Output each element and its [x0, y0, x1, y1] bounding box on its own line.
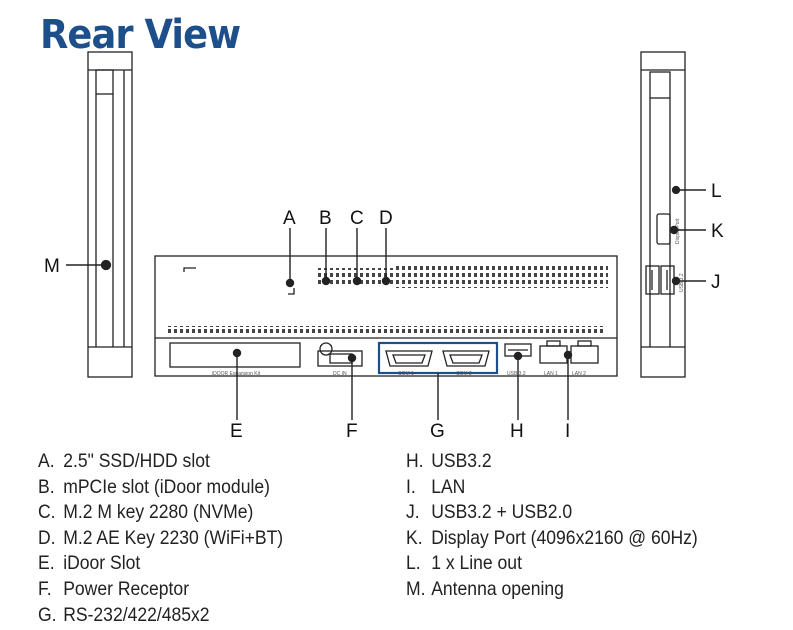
legend-item: F.Power Receptor — [38, 577, 190, 600]
usb-side-label: USB 3.2 — [679, 273, 685, 292]
legend-item: E.iDoor Slot — [38, 552, 141, 575]
idoor-slot — [169, 342, 301, 368]
legend-item: H.USB3.2 — [406, 450, 492, 472]
com1-port-label: COM 1 — [398, 371, 414, 377]
callout-k: K — [711, 221, 724, 242]
callout-g: G — [430, 421, 445, 442]
callout-c: C — [350, 208, 364, 229]
callout-a: A — [283, 208, 296, 229]
rear-view-diagram: iDOOR Expansion Kit DC IN COM 1 COM 2 US… — [44, 51, 724, 442]
callout-j: J — [711, 272, 721, 293]
legend-item: G.RS-232/422/485x2 — [38, 603, 210, 626]
legend-item: L.1 x Line out — [406, 552, 522, 575]
lan1-port-label: LAN 1 — [544, 371, 558, 377]
legend-left: A.2.5" SSD/HDD slot B.mPCIe slot (iDoor … — [38, 449, 283, 628]
legend-item: J.USB3.2 + USB2.0 — [406, 501, 573, 524]
legend-item: C.M.2 M key 2280 (NVMe) — [38, 501, 254, 524]
callout-b: B — [319, 208, 332, 229]
legend-item: B.mPCIe slot (iDoor module) — [38, 475, 270, 498]
top-vents — [165, 266, 608, 333]
legend-item: M.Antenna opening — [406, 577, 564, 600]
com2-port-label: COM 2 — [456, 371, 472, 377]
callout-e: E — [230, 421, 243, 442]
antenna-opening-icon — [100, 259, 112, 271]
legend-item: D.M.2 AE Key 2230 (WiFi+BT) — [38, 526, 284, 549]
com-port-1 — [385, 350, 433, 367]
power-receptor — [317, 342, 363, 367]
callout-h: H — [510, 421, 524, 442]
com-highlight-box — [377, 341, 499, 375]
callout-m: M — [44, 256, 60, 277]
legend-item: K.Display Port (4096x2160 @ 60Hz) — [406, 526, 698, 549]
displayport-icon — [656, 213, 671, 245]
dc-in-port-label: DC IN — [333, 371, 347, 377]
callout-d: D — [379, 208, 393, 229]
callout-f: F — [346, 421, 358, 442]
com-port-2 — [442, 350, 490, 367]
lan2-port-label: LAN 2 — [572, 371, 586, 377]
page-title: Rear View — [40, 12, 241, 58]
callout-l: L — [711, 181, 722, 202]
left-side-view — [87, 51, 133, 378]
legend-right: H.USB3.2 I.LAN J.USB3.2 + USB2.0 K.Displ… — [406, 449, 698, 603]
legend-item: A.2.5" SSD/HDD slot — [38, 450, 210, 472]
usb-port-label: USB 3.2 — [507, 371, 526, 377]
legend-item: I.LAN — [406, 475, 466, 498]
callout-i: I — [565, 421, 570, 442]
right-side-view — [640, 51, 686, 378]
